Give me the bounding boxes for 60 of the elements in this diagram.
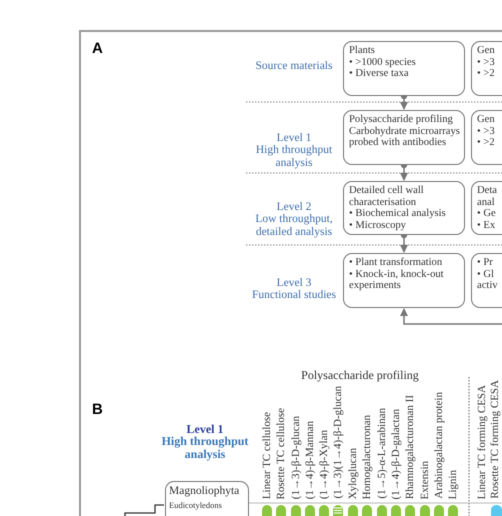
panel-letter: B xyxy=(92,401,104,418)
taxon-box xyxy=(165,481,249,516)
arrow xyxy=(400,308,502,325)
box-text: • Ex xyxy=(477,220,496,231)
box-text: • Biochemical analysis xyxy=(349,208,447,220)
box-text: • Microscopy xyxy=(349,220,407,231)
box-heading: Deta xyxy=(477,185,498,196)
box-heading: Gen xyxy=(477,45,496,56)
column-header: Rosette TC cellulose xyxy=(275,408,288,499)
column-header: Rhamnogalacturonan II xyxy=(404,394,417,499)
box-text: • >2 xyxy=(477,137,496,148)
box-text: • Ge xyxy=(477,208,497,220)
taxon-name: Magnoliophyta xyxy=(169,484,240,499)
row-label: Low throughput, detailed analysis xyxy=(254,213,334,238)
box-heading: • Pr xyxy=(477,257,494,268)
box-heading: Detailed cell wall characterisation xyxy=(349,185,425,208)
box-text: • Gl xyxy=(477,268,495,280)
box-text: • >3 xyxy=(477,56,496,68)
box-text: • >3 xyxy=(477,126,496,137)
section-heading: Polysaccharide profiling xyxy=(300,369,420,382)
column-header: Arabinogalactan protein xyxy=(433,392,446,499)
column-header: Extensin xyxy=(419,460,432,499)
column-header: Homogalacturonan xyxy=(361,414,374,499)
column-header: Rosette TC forming CESA xyxy=(489,380,502,499)
process-box xyxy=(343,253,465,308)
column-header: (1→3)(1→4)-β-D-glucan xyxy=(332,386,345,499)
box-heading: Plants xyxy=(349,45,376,56)
column-header: Xyloglucan xyxy=(347,448,360,499)
row-label: High throughput analysis xyxy=(160,435,250,460)
column-header: (1→3)-β-D-glucan xyxy=(290,416,303,499)
panel-letter: A xyxy=(92,40,104,57)
row-label: Level 1 xyxy=(276,132,312,144)
column-header: Lignin xyxy=(447,470,460,499)
process-box xyxy=(343,110,465,165)
box-text: • >1000 species xyxy=(349,56,417,68)
box-heading: • Plant transformation xyxy=(349,257,444,268)
row-label: Level 3 xyxy=(276,277,312,290)
process-box xyxy=(343,41,465,96)
column-header: (1→5)-α-L-arabinan xyxy=(376,408,389,499)
row-label: Level 2 xyxy=(276,201,312,214)
box-text: • Diverse taxa xyxy=(349,68,410,80)
tree-branch xyxy=(124,504,164,516)
box-text: • >2 xyxy=(477,68,496,80)
row-label: Level 1 xyxy=(186,423,224,436)
sub-taxon-name: Eudicotyledons xyxy=(169,499,223,511)
row-label: Source materials xyxy=(254,60,334,72)
column-header: (1→4)-β-D-galactan xyxy=(390,408,403,499)
row-label: High throughput analysis xyxy=(254,144,334,169)
column-header: Linear TC forming CESA xyxy=(476,384,489,499)
box-text: Carbohydrate microarrays probed with antibodies xyxy=(349,126,461,148)
box-text: activ xyxy=(477,280,499,292)
row-label: Functional studies xyxy=(250,289,337,302)
box-text: • Knock-in, knock-out experiments xyxy=(349,268,445,292)
box-heading: Polysaccharide profiling xyxy=(349,114,454,126)
box-heading: Gen xyxy=(477,114,496,126)
column-header: Linear TC cellulose xyxy=(261,412,274,499)
column-header: (1→4)-β-Mannan xyxy=(304,420,317,499)
box-text: anal xyxy=(477,196,496,208)
process-box xyxy=(343,181,465,235)
column-header: (1→4)-β-Xylan xyxy=(318,430,331,499)
